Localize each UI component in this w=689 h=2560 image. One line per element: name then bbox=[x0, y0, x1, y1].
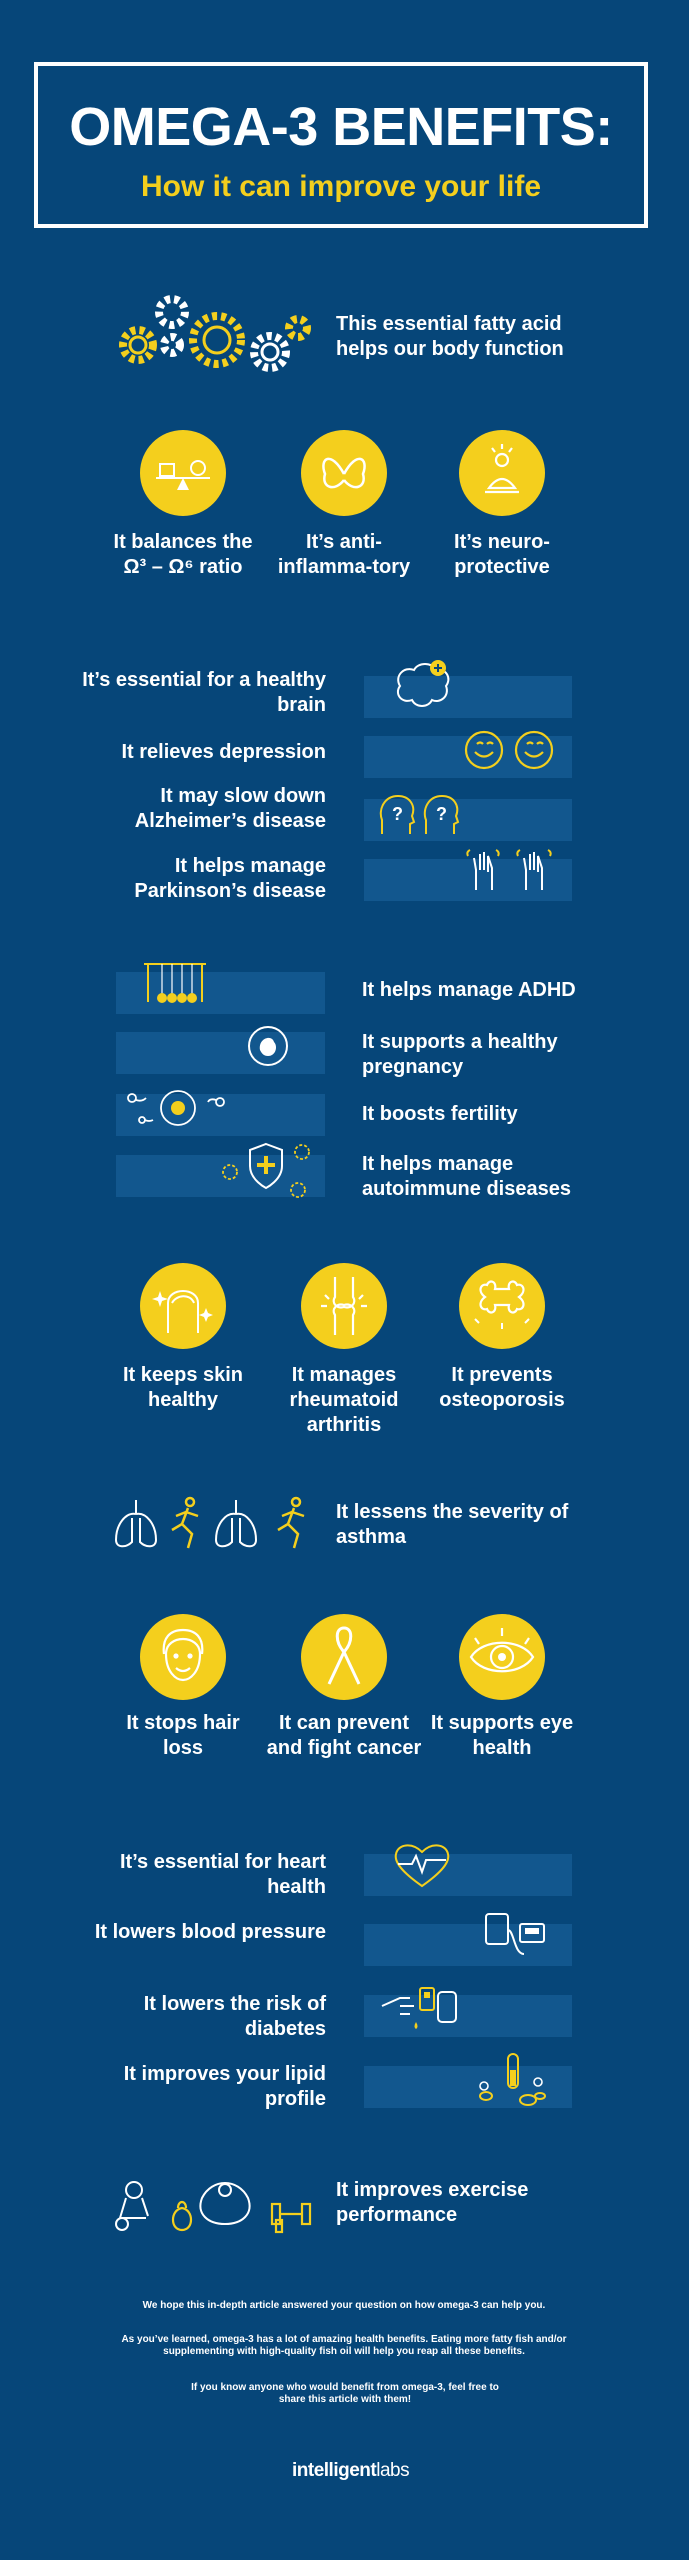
brain-icon bbox=[392, 660, 454, 716]
face-icon bbox=[140, 1263, 226, 1349]
lipid-tube-icon bbox=[472, 2052, 552, 2110]
fertility-bar bbox=[116, 1094, 325, 1136]
diabetes-bar bbox=[364, 1995, 572, 2037]
bone-icon bbox=[459, 1263, 545, 1349]
benefit-balance bbox=[140, 430, 226, 516]
gears-icon bbox=[112, 290, 312, 390]
alzheimers-label: It may slow down Alzheimer’s disease bbox=[134, 785, 326, 832]
benefit-label-anti-inflammatory: It’s anti-inflamma-tory bbox=[277, 531, 411, 578]
alzheimers-bar bbox=[364, 799, 572, 841]
adhd-label: It helps manage ADHD bbox=[362, 979, 576, 1001]
balance-icon bbox=[140, 430, 226, 516]
lipid-label: It improves your lipid profile bbox=[123, 2063, 326, 2110]
smiley-icon bbox=[462, 728, 558, 772]
butterfly-icon bbox=[301, 430, 387, 516]
blood-pressure-label: It lowers blood pressure bbox=[94, 1921, 326, 1943]
heart-bar bbox=[364, 1854, 572, 1896]
title-box: OMEGA-3 BENEFITS: How it can improve you… bbox=[34, 62, 648, 228]
skin-label: It keeps skin healthy bbox=[122, 1364, 244, 1411]
page-title: OMEGA-3 BENEFITS: bbox=[69, 97, 613, 157]
brand-name-light: labs bbox=[376, 2460, 410, 2481]
eye-icon bbox=[459, 1614, 545, 1700]
sperm-egg-icon bbox=[122, 1088, 232, 1130]
depression-label: It relieves depression bbox=[121, 741, 326, 763]
footer-paragraph-2: As you’ve learned, omega-3 has a lot of … bbox=[121, 2334, 567, 2357]
benefit-label-neuroprotective: It’s neuro-protective bbox=[454, 531, 550, 578]
brand-name-bold: intelligent bbox=[292, 2460, 377, 2481]
diabetes-label: It lowers the risk of diabetes bbox=[143, 1993, 326, 2040]
benefit-anti-inflammatory bbox=[301, 430, 387, 516]
pregnancy-label: It supports a healthy pregnancy bbox=[362, 1031, 558, 1078]
footer-paragraph-3: If you know anyone who would benefit fro… bbox=[191, 2382, 499, 2405]
shaking-hands-icon bbox=[466, 846, 558, 894]
lipid-bar bbox=[364, 2066, 572, 2108]
autoimmune-label: It helps manage autoimmune diseases bbox=[362, 1153, 571, 1200]
newtons-cradle-icon bbox=[140, 960, 210, 1006]
blood-pressure-icon bbox=[484, 1910, 548, 1960]
footer-paragraph-1: We hope this in-depth article answered y… bbox=[142, 2300, 546, 2311]
benefit-label-balance: It balances the Ω³ – Ω⁶ ratio bbox=[113, 531, 253, 578]
svg-text:?: ? bbox=[392, 804, 403, 824]
hair-icon bbox=[140, 1614, 226, 1700]
meditation-icon bbox=[459, 430, 545, 516]
hair-label: It stops hair loss bbox=[126, 1712, 240, 1759]
pregnancy-bar bbox=[116, 1032, 325, 1074]
adhd-bar bbox=[116, 972, 325, 1014]
lungs-runner-icon bbox=[112, 1494, 316, 1552]
arthritis-label: It manages rheumatoid arthritis bbox=[289, 1364, 399, 1436]
asthma-text: It lessens the severity of asthma bbox=[336, 1501, 569, 1548]
brain-label: It’s essential for a healthy brain bbox=[82, 669, 326, 716]
shield-virus-icon bbox=[218, 1140, 318, 1200]
heart-label: It’s essential for heart health bbox=[120, 1851, 326, 1898]
fertility-label: It boosts fertility bbox=[362, 1103, 518, 1125]
ribbon-icon bbox=[301, 1614, 387, 1700]
parkinsons-label: It helps manage Parkinson’s disease bbox=[134, 855, 326, 902]
exercise-text: It improves exercise performance bbox=[336, 2179, 529, 2226]
osteoporosis-label: It prevents osteoporosis bbox=[439, 1364, 565, 1411]
fitness-icon bbox=[112, 2174, 316, 2234]
cancer-label: It can prevent and fight cancer bbox=[266, 1712, 422, 1759]
intro-text: This essential fatty acid helps our body… bbox=[336, 313, 564, 360]
joint-icon bbox=[301, 1263, 387, 1349]
brand-logo: intelligentlabs bbox=[292, 2460, 410, 2482]
page-subtitle: How it can improve your life bbox=[140, 170, 542, 203]
eye-label: It supports eye health bbox=[430, 1712, 574, 1759]
heart-icon bbox=[392, 1840, 452, 1890]
benefit-neuroprotective bbox=[459, 430, 545, 516]
fetus-icon bbox=[246, 1024, 290, 1068]
svg-text:?: ? bbox=[436, 804, 447, 824]
glucose-meter-icon bbox=[380, 1984, 460, 2036]
question-head-icon: ?? bbox=[376, 790, 472, 838]
